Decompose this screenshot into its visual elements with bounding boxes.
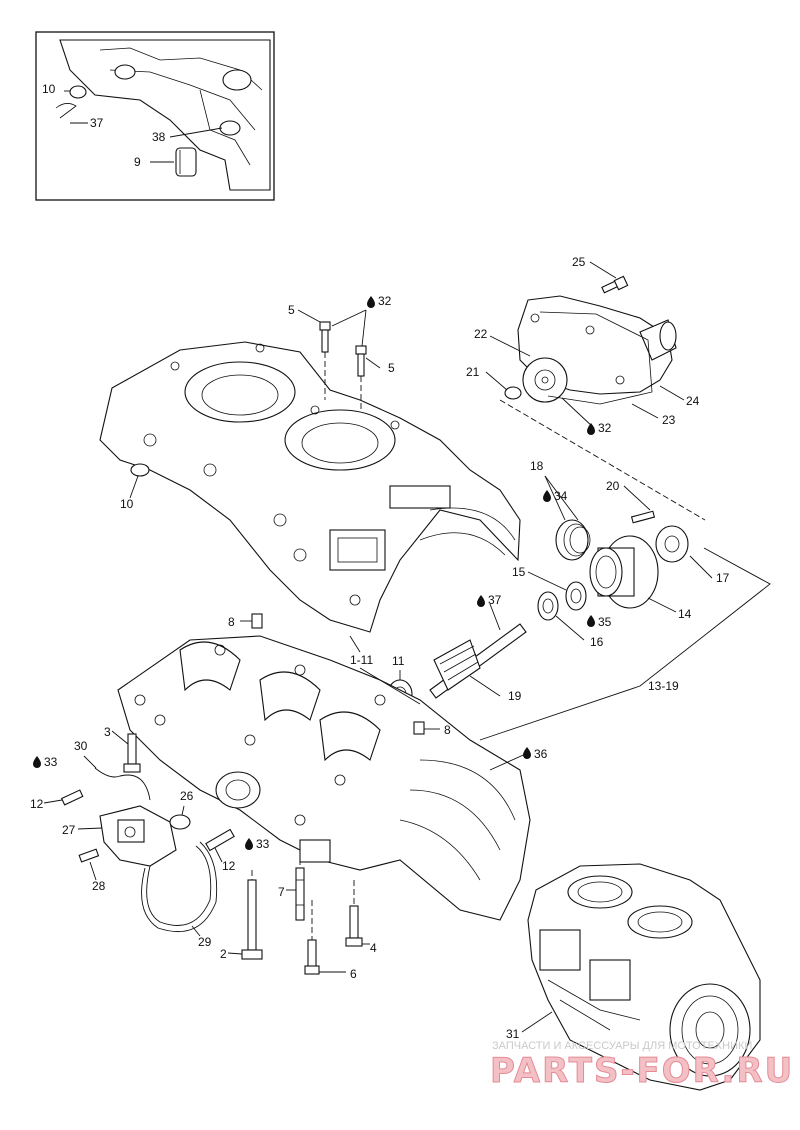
callout-9: 9 bbox=[134, 155, 141, 169]
callout-26: 26 bbox=[180, 789, 194, 803]
callout-4: 4 bbox=[370, 941, 377, 955]
callout-labels: 10 37 38 9 25 5 32 22 5 21 24 23 32 18 3… bbox=[30, 82, 730, 1041]
callout-6: 6 bbox=[350, 967, 357, 981]
callout-35: 35 bbox=[598, 615, 612, 629]
callout-29: 29 bbox=[198, 935, 212, 949]
drop-icon bbox=[587, 615, 595, 627]
inset-detail bbox=[35, 31, 275, 201]
lower-crankcase bbox=[117, 613, 531, 921]
callout-8b: 8 bbox=[444, 723, 451, 737]
callout-5a: 5 bbox=[288, 303, 295, 317]
watermark-logo: PARTS-FOR.RU bbox=[490, 1051, 794, 1091]
callout-38: 38 bbox=[152, 130, 166, 144]
callout-12b: 12 bbox=[222, 859, 236, 873]
drop-icon bbox=[245, 838, 253, 850]
callout-37b: 37 bbox=[488, 593, 502, 607]
drop-icon bbox=[523, 747, 531, 759]
drop-icons bbox=[33, 296, 595, 850]
callout-14: 14 bbox=[678, 607, 692, 621]
callout-32b: 32 bbox=[598, 421, 612, 435]
callout-7: 7 bbox=[278, 885, 285, 899]
drop-icon bbox=[587, 423, 595, 435]
assembled-engine bbox=[521, 863, 761, 1091]
callout-12a: 12 bbox=[30, 797, 44, 811]
shaft-assembly bbox=[387, 475, 771, 741]
callout-27: 27 bbox=[62, 823, 76, 837]
callout-10a: 10 bbox=[42, 82, 56, 96]
callout-31: 31 bbox=[506, 1027, 520, 1041]
callout-8a: 8 bbox=[228, 615, 235, 629]
callout-30: 30 bbox=[74, 739, 88, 753]
callout-32a: 32 bbox=[378, 294, 392, 308]
callout-21: 21 bbox=[466, 365, 480, 379]
drop-icon bbox=[367, 296, 375, 308]
callout-22: 22 bbox=[474, 327, 488, 341]
bolts-5 bbox=[297, 309, 381, 412]
callout-34: 34 bbox=[554, 489, 568, 503]
callout-15: 15 bbox=[512, 565, 526, 579]
bottom-bolts bbox=[111, 730, 370, 975]
callout-24: 24 bbox=[686, 394, 700, 408]
callout-2: 2 bbox=[220, 947, 227, 961]
callout-1-11: 1-11 bbox=[350, 653, 373, 667]
watermark: ЗАПЧАСТИ И АКСЕССУАРЫ ДЛЯ МОТОТЕХНИКИ PA… bbox=[490, 1040, 794, 1092]
callout-28: 28 bbox=[92, 879, 106, 893]
callout-13-19: 13-19 bbox=[648, 679, 679, 693]
callout-33b: 33 bbox=[256, 837, 270, 851]
callout-3: 3 bbox=[104, 725, 111, 739]
callout-16: 16 bbox=[590, 635, 604, 649]
callout-19: 19 bbox=[508, 689, 522, 703]
drop-icon bbox=[33, 756, 41, 768]
watermark-tagline: ЗАПЧАСТИ И АКСЕССУАРЫ ДЛЯ МОТОТЕХНИКИ bbox=[492, 1040, 752, 1052]
callout-10b: 10 bbox=[120, 497, 134, 511]
callout-11: 11 bbox=[392, 654, 405, 668]
callout-37a: 37 bbox=[90, 116, 104, 130]
upper-crankcase bbox=[99, 341, 521, 633]
callout-23: 23 bbox=[662, 413, 676, 427]
callout-18: 18 bbox=[530, 459, 544, 473]
oil-pump-assembly bbox=[43, 755, 235, 937]
callout-25: 25 bbox=[572, 255, 586, 269]
drop-icon bbox=[477, 595, 485, 607]
callout-20: 20 bbox=[606, 479, 620, 493]
callout-17: 17 bbox=[716, 571, 730, 585]
callout-5b: 5 bbox=[388, 361, 395, 375]
callout-36: 36 bbox=[534, 747, 548, 761]
drop-icon bbox=[543, 490, 551, 502]
callout-33a: 33 bbox=[44, 755, 58, 769]
water-pump-assembly bbox=[485, 261, 706, 521]
